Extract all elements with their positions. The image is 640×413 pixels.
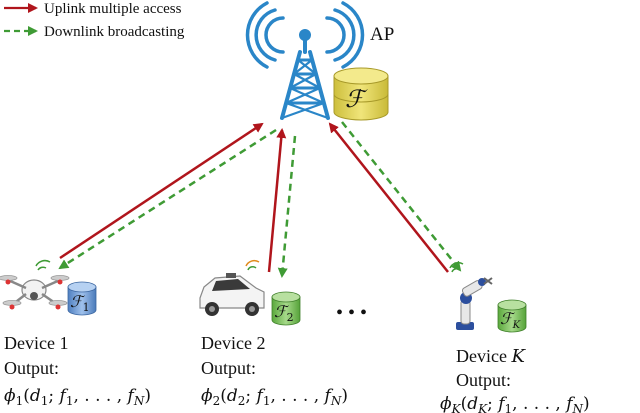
device-k-name: Device K <box>456 346 526 367</box>
legend-uplink-label: Uplink multiple access <box>44 1 182 17</box>
drone-icon <box>0 259 70 310</box>
device-2-labels: Device 2 Output: ϕ2(d2; f1, . . . , fN) <box>201 333 348 408</box>
device-2-output-label: Output: <box>201 358 256 378</box>
legend-downlink-label: Downlink broadcasting <box>44 24 185 40</box>
downlink-arrow-device-1 <box>58 128 277 270</box>
link-device-1 <box>58 122 277 270</box>
device-1-output-label: Output: <box>4 358 59 378</box>
device-k-database-icon: ℱK <box>497 299 527 333</box>
device-1-name: Device 1 <box>4 333 68 353</box>
antenna-tower-icon <box>245 1 365 120</box>
device-k-output-label: Output: <box>456 370 511 390</box>
robot-icon <box>449 261 493 330</box>
device-2-database-symbol: ℱ2 <box>274 302 294 324</box>
device-1-database-icon: ℱ1 <box>67 281 97 316</box>
link-device-2 <box>267 128 297 278</box>
uplink-arrow-device-1 <box>59 122 264 260</box>
car-icon <box>199 259 265 316</box>
link-device-k <box>328 121 462 273</box>
device-2-output-function: ϕ2(d2; f1, . . . , fN) <box>201 386 348 408</box>
device-ellipsis: • • • <box>336 302 367 324</box>
device-k-labels: Device K Output: ϕK(dK; f1, . . . , fN) <box>440 346 590 413</box>
ap-database-icon: ℱ <box>333 67 389 121</box>
device-k-database-symbol: ℱK <box>500 309 521 331</box>
legend: Uplink multiple access Downlink broadcas… <box>4 1 185 40</box>
ap-label: AP <box>370 24 394 45</box>
uplink-arrow-device-k <box>328 122 449 273</box>
device-k-output-function: ϕK(dK; f1, . . . , fN) <box>440 394 590 413</box>
downlink-arrow-device-2 <box>277 135 297 278</box>
uplink-arrow-device-2 <box>267 128 287 273</box>
device-2-name: Device 2 <box>201 333 265 353</box>
device-1-output-function: ϕ1(d1; f1, . . . , fN) <box>4 386 151 408</box>
device-1-labels: Device 1 Output: ϕ1(d1; f1, . . . , fN) <box>4 333 151 408</box>
downlink-arrow-device-k <box>341 121 462 272</box>
device-2-database-icon: ℱ2 <box>271 291 301 326</box>
device-1-database-symbol: ℱ1 <box>70 292 90 314</box>
ap-database-symbol: ℱ <box>345 85 368 113</box>
